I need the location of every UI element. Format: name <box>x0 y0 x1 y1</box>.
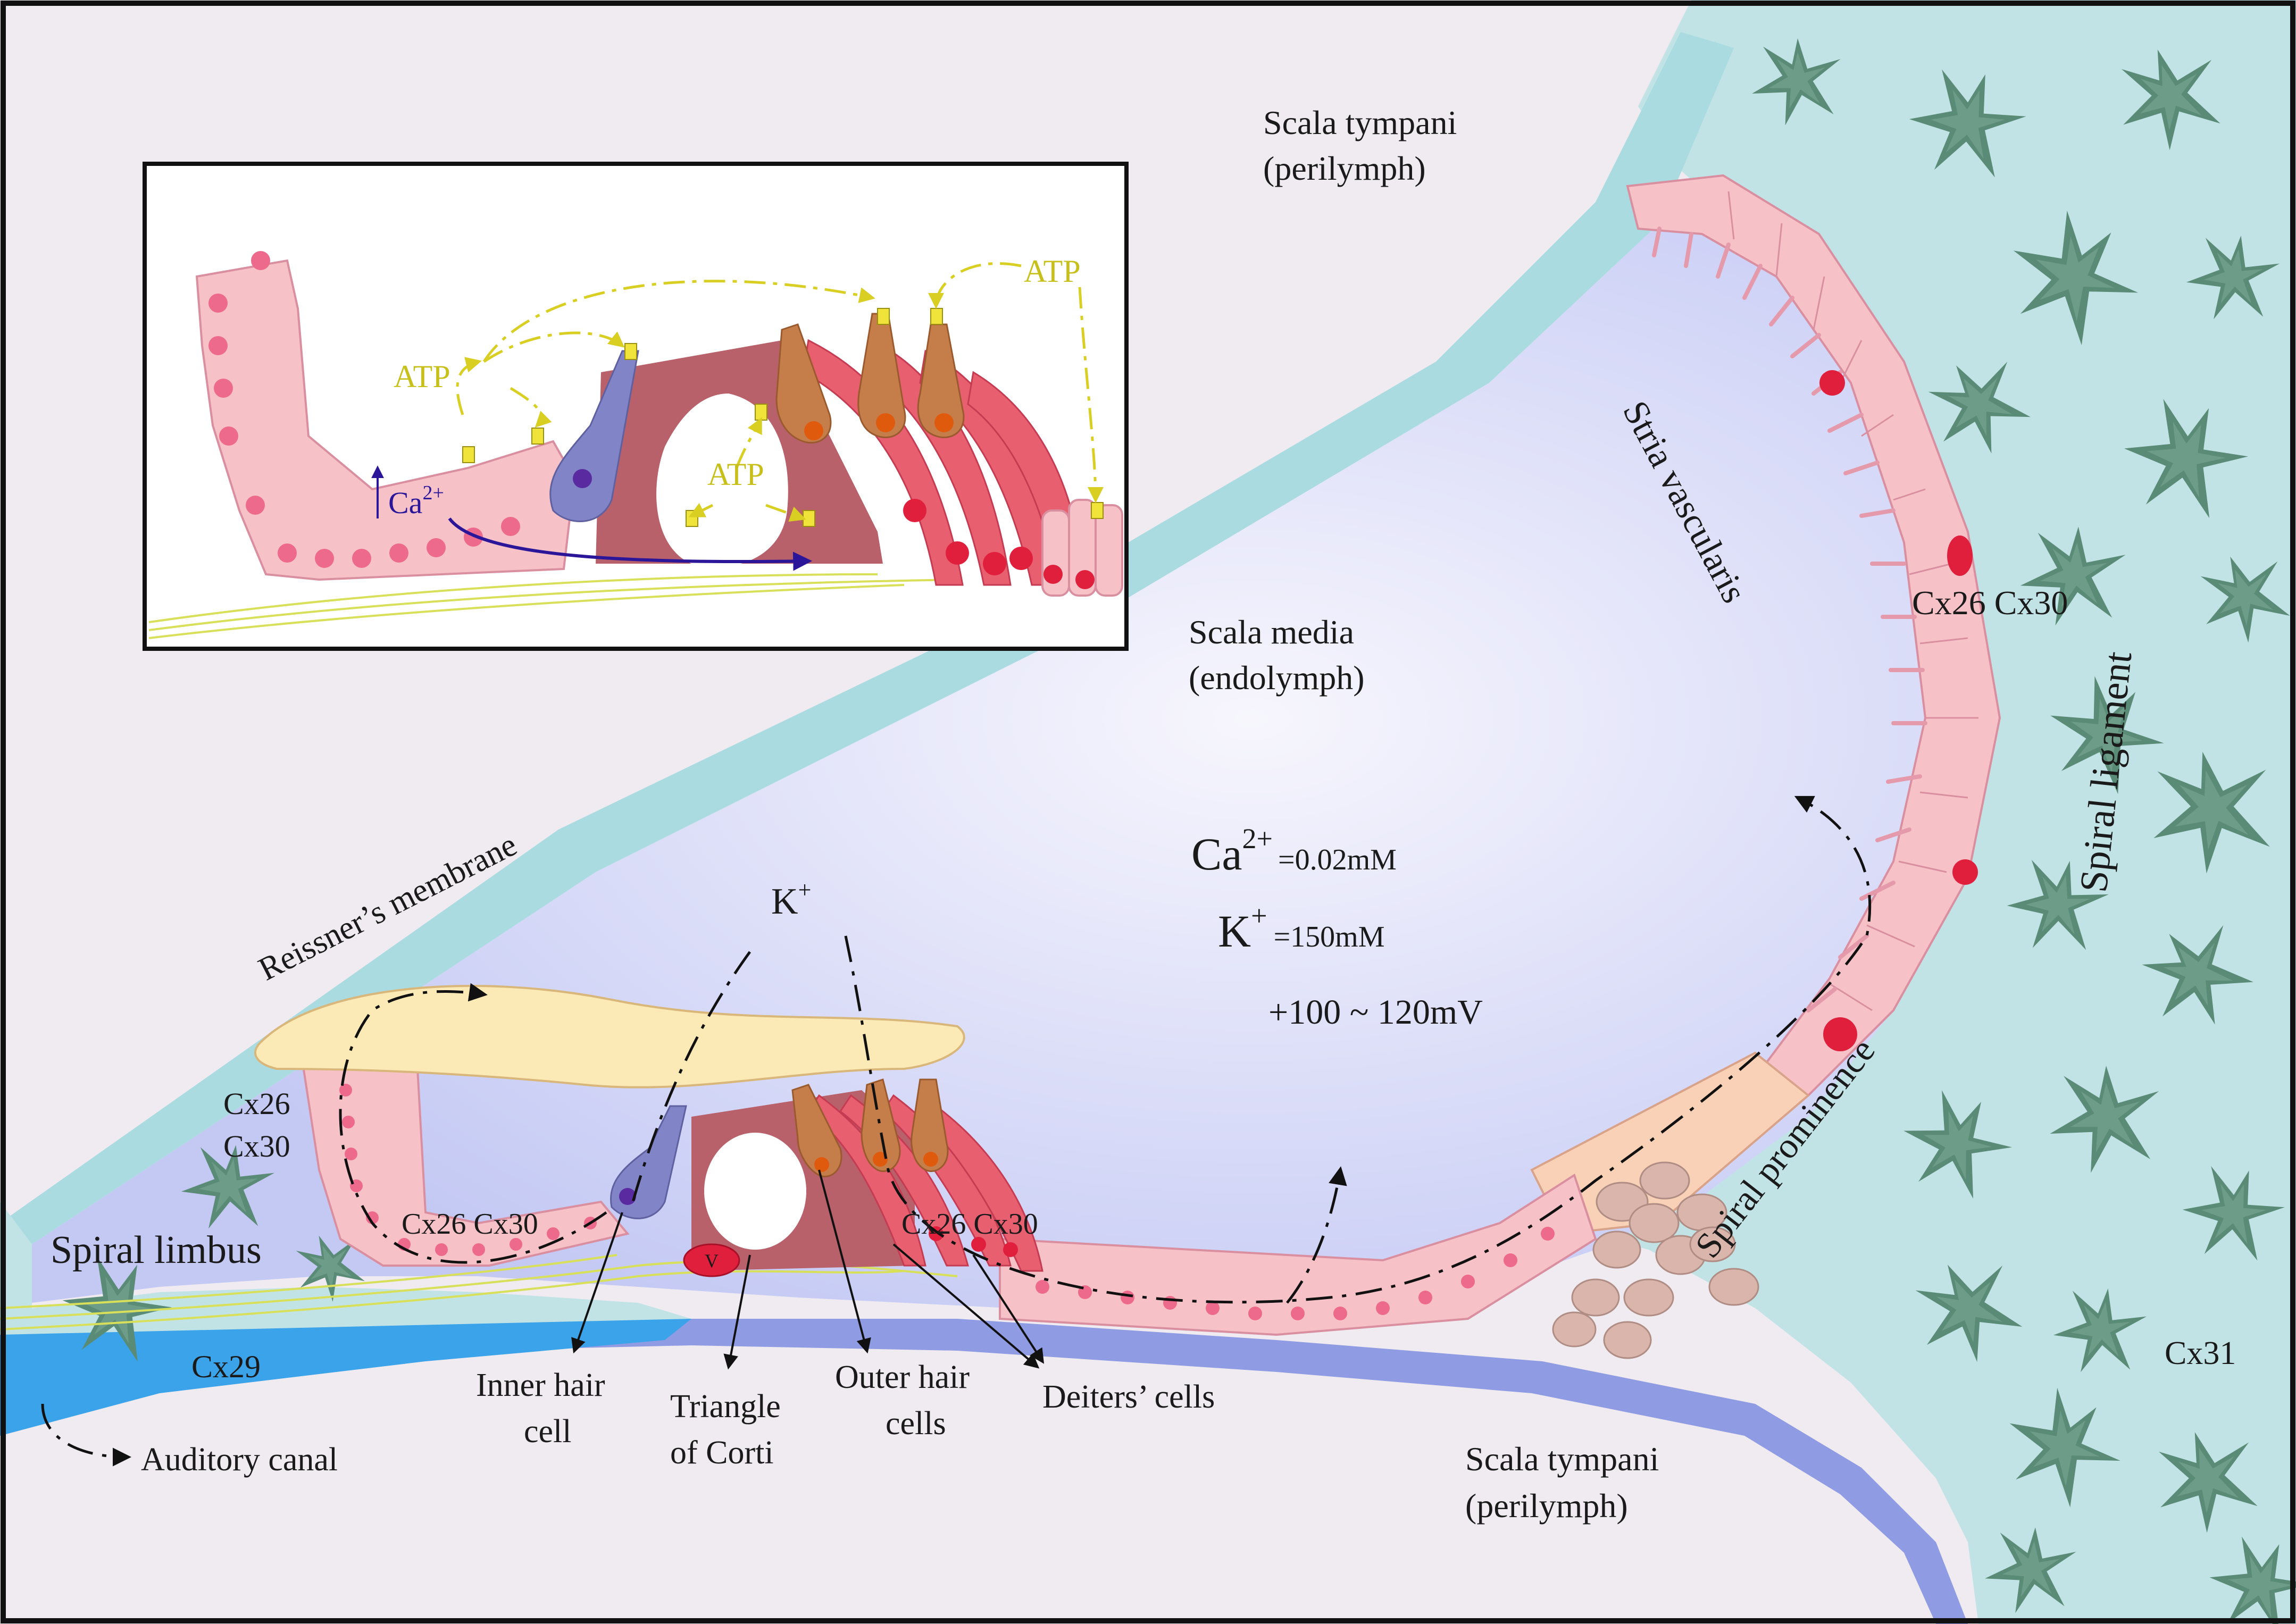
inset-panel: ATP ATP ATP Ca2+ <box>143 162 1129 651</box>
scala-tympani-bottom-label: Scala tympani <box>1465 1440 1659 1478</box>
perilymph-bottom-label: (perilymph) <box>1465 1487 1628 1525</box>
cx26-cx30-stria-label: Cx26 Cx30 <box>1912 584 2068 622</box>
cx26-cx30-inner-label: Cx26 Cx30 <box>402 1208 538 1241</box>
auditory-canal-band <box>0 1319 691 1436</box>
stria-capillaries <box>1819 370 1978 1051</box>
inset-inner-hair-cell <box>549 350 639 522</box>
inset-atp-left-label: ATP <box>394 359 450 394</box>
claudius-cells <box>999 1173 1597 1336</box>
scala-tympani-top-label: Scala tympani <box>1263 104 1457 141</box>
potassium-concentration-label: K+=150mM <box>1218 900 1385 957</box>
auditory-canal-label: Auditory canal <box>141 1442 338 1478</box>
triangle-label-line2: of Corti <box>670 1435 774 1471</box>
inset-inner-hair-nucleus <box>573 469 592 488</box>
outer-hair-cells-label-line2: cells <box>886 1405 946 1442</box>
tectorial-membrane <box>254 985 965 1089</box>
perilymph-top-label: (perilymph) <box>1263 149 1426 187</box>
inset-atp-center-label: ATP <box>707 457 764 492</box>
inset-deiters-nuclei <box>903 499 1095 589</box>
inset-calcium-label: Ca2+ <box>388 482 444 520</box>
v-marker-label: V <box>705 1250 719 1271</box>
inset-atp-arrows <box>456 262 1104 522</box>
inner-hair-cell-nucleus <box>619 1188 636 1205</box>
potassium-recycling-paths <box>41 796 1872 1467</box>
deiters-cells-label: Deiters’ cells <box>1042 1379 1215 1415</box>
inset-atp-right-label: ATP <box>1024 254 1081 289</box>
inset-epithelium-nuclei <box>208 251 520 568</box>
cx31-label: Cx31 <box>2165 1335 2236 1371</box>
calcium-concentration-label: Ca2+=0.02mM <box>1191 823 1397 880</box>
label-pointer-arrows <box>571 1169 1045 1370</box>
cx30-limbus-label: Cx30 <box>223 1129 290 1163</box>
inner-hair-cell-label-line2: cell <box>524 1413 572 1450</box>
endocochlear-potential-label: +100 ~ 120mV <box>1268 993 1483 1032</box>
spiral-limbus-region <box>0 1202 691 1340</box>
cx26-cx30-outer-label: Cx26 Cx30 <box>901 1208 1038 1241</box>
triangle-of-corti <box>704 1133 806 1250</box>
v-marker-vessel <box>683 1243 740 1277</box>
inset-nerve-fibers <box>148 573 958 639</box>
reissners-membrane <box>0 32 1734 1244</box>
outer-hair-cells <box>791 1078 949 1177</box>
outer-hair-cells-label-line1: Outer hair <box>835 1359 970 1395</box>
stria-marginal-villi <box>1652 227 1927 1012</box>
cx29-label: Cx29 <box>191 1349 261 1384</box>
inset-outer-hair-cells <box>775 313 965 444</box>
scala-media-label: Scala media <box>1189 613 1354 651</box>
spiral-prominence-cells <box>1530 1051 1810 1359</box>
endolymph-label: (endolymph) <box>1189 659 1365 697</box>
k-ion-label: K+ <box>771 877 811 922</box>
inset-outer-hair-nuclei <box>804 413 954 440</box>
cx26-limbus-label: Cx26 <box>223 1086 290 1121</box>
outer-hair-cell-nuclei <box>814 1152 938 1172</box>
inner-hair-cell-label-line1: Inner hair <box>476 1367 605 1403</box>
triangle-label-line1: Triangle <box>670 1388 781 1425</box>
inset-calcium-wave-arrow <box>448 517 813 571</box>
spiral-limbus-label: Spiral limbus <box>51 1228 262 1272</box>
